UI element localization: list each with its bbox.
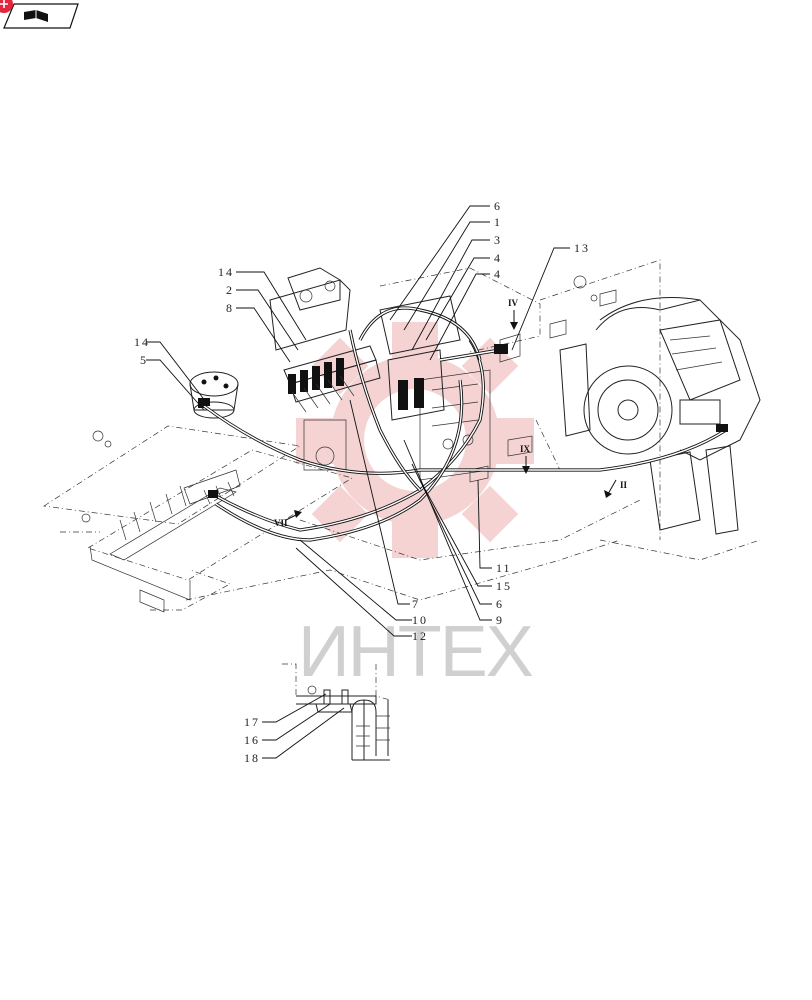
- callout-9: 9: [496, 613, 504, 627]
- callout-13: 13: [574, 241, 590, 255]
- bracket-detail: [282, 663, 391, 761]
- watermark-text: ИНТЕХ: [298, 612, 533, 692]
- callout-8: 8: [226, 301, 234, 315]
- swing-motor: [189, 371, 239, 419]
- callout-11: 11: [496, 561, 512, 575]
- svg-text:IX: IX: [520, 444, 531, 454]
- hydraulic-hoses: [200, 306, 728, 542]
- callout-12: 12: [412, 629, 428, 643]
- svg-text:IV: IV: [508, 298, 519, 308]
- manual-badge[interactable]: [0, 0, 79, 29]
- callout-6b: 6: [496, 597, 504, 611]
- view-marker-iv: IV: [508, 298, 519, 330]
- chassis-frame: [43, 425, 353, 613]
- callout-14b: 14: [134, 335, 150, 349]
- callout-7: 7: [412, 597, 420, 611]
- callout-3: 3: [494, 233, 502, 247]
- callout-18: 18: [244, 751, 260, 765]
- callout-16: 16: [244, 733, 260, 747]
- engine-pump: [535, 259, 761, 561]
- callout-2: 2: [226, 283, 234, 297]
- book-open-icon: [24, 10, 48, 22]
- callout-14: 14: [218, 265, 234, 279]
- callout-1: 1: [494, 215, 502, 229]
- callout-17: 17: [244, 715, 260, 729]
- view-marker-ii: II: [604, 479, 628, 498]
- svg-text:II: II: [620, 480, 628, 490]
- callout-labels: 6 1 3 4 4 13 14 2 8 14 5 11 15 7 6 10 9 …: [134, 199, 590, 643]
- callout-4: 4: [494, 251, 502, 265]
- callout-4b: 4: [494, 267, 502, 281]
- callout-5: 5: [140, 353, 148, 367]
- callout-6: 6: [494, 199, 502, 213]
- leader-lines: [146, 205, 570, 637]
- callout-15: 15: [496, 579, 512, 593]
- bracket-leaders: [262, 693, 345, 759]
- control-valve: [269, 267, 461, 421]
- svg-text:VII: VII: [274, 518, 288, 528]
- view-marker-ix: IX: [520, 444, 531, 474]
- view-marker-vii: VII: [274, 510, 302, 528]
- callout-10: 10: [412, 613, 428, 627]
